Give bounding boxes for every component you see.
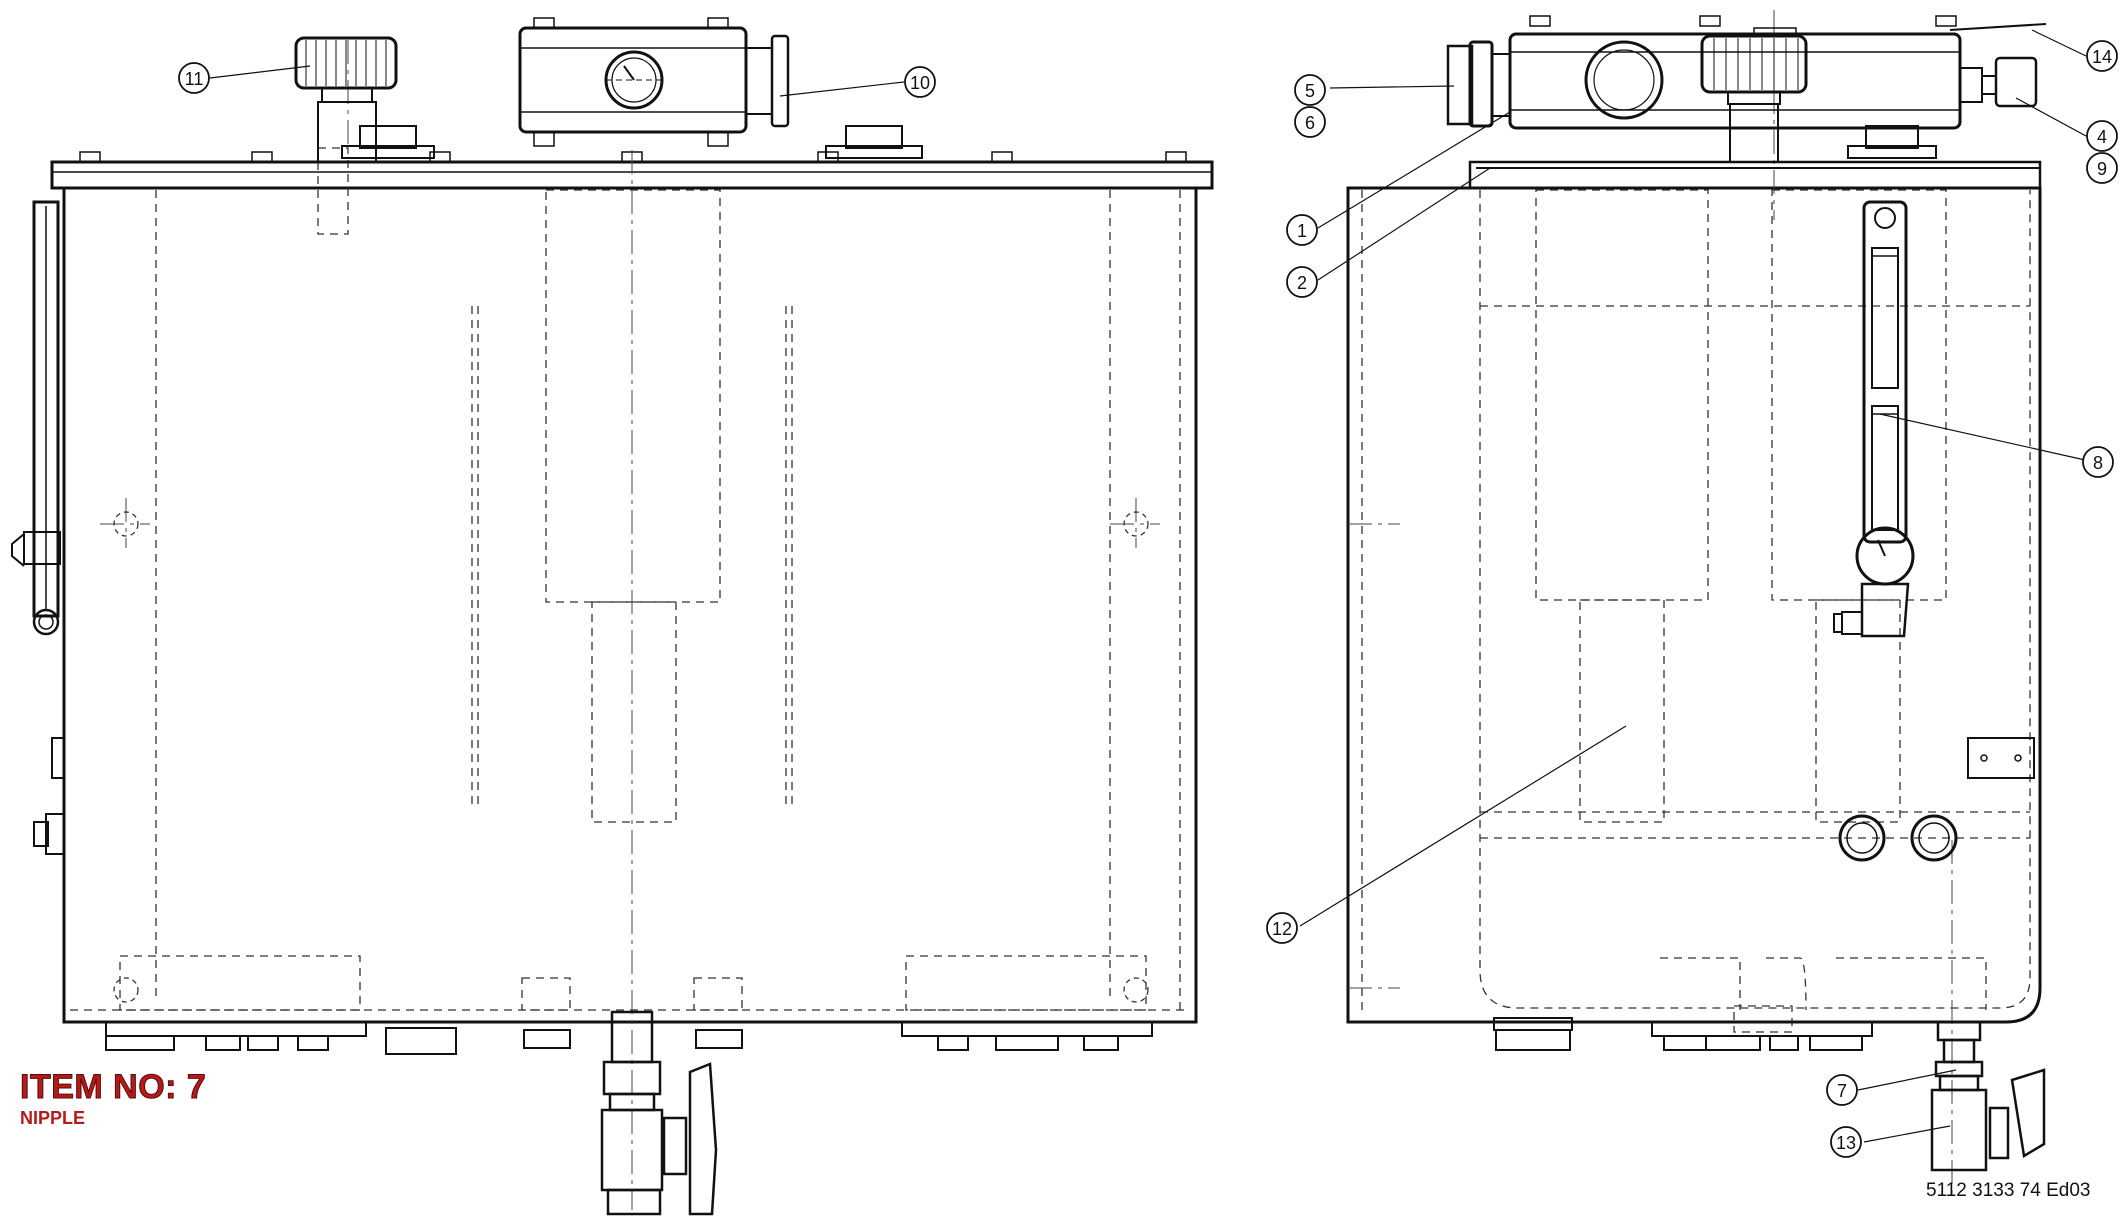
side-drain-valve (1930, 1020, 2046, 1172)
callout-9: 9 (2097, 159, 2107, 179)
drain-valve (600, 1010, 718, 1216)
side-view (1346, 10, 2047, 1200)
sight-glass (1833, 200, 1915, 638)
callout-2: 2 (1297, 273, 1307, 293)
item-number-title: ITEM NO: 7 (19, 1068, 207, 1107)
manifold-block (518, 17, 790, 147)
side-manifold (1446, 15, 2047, 130)
callout-13: 13 (1836, 1133, 1856, 1153)
item-name: NIPPLE (20, 1108, 86, 1128)
callout-8: 8 (2093, 453, 2103, 473)
document-number: 5112 3133 74 Ed03 (1926, 1180, 2091, 1201)
callout-14: 14 (2092, 47, 2112, 67)
leader-lines (209, 29, 2095, 1143)
callout-4: 4 (2097, 127, 2107, 147)
callout-1: 1 (1297, 221, 1307, 241)
callout-12: 12 (1272, 919, 1292, 939)
callout-10: 10 (910, 73, 930, 93)
side-bracket (11, 200, 65, 855)
front-view (11, 17, 1214, 1216)
callout-11: 11 (185, 69, 204, 89)
callout-5: 5 (1305, 81, 1315, 101)
callout-7: 7 (1837, 1081, 1847, 1101)
side-knob (1700, 34, 1808, 163)
filler-knob (294, 36, 398, 163)
callout-6: 6 (1305, 113, 1315, 133)
callout-numbers: 11 10 5 6 1 2 14 4 9 8 12 7 13 (185, 47, 2112, 1153)
callout-bubbles (178, 40, 2118, 1158)
